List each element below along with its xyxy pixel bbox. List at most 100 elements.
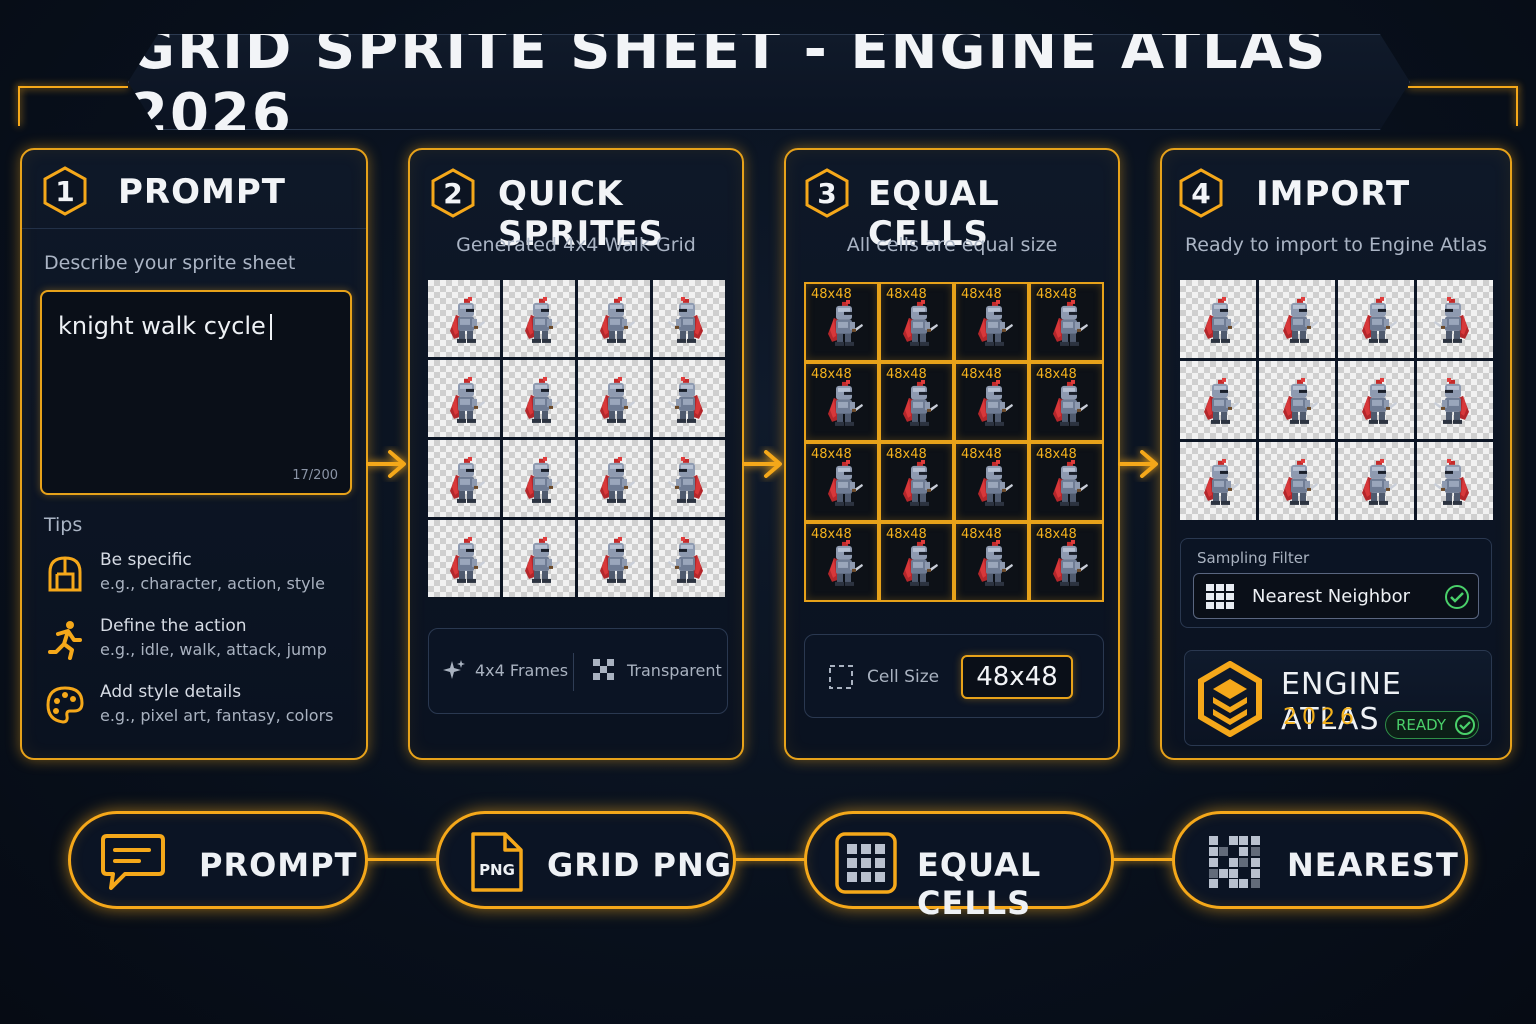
chip-separator — [573, 653, 574, 691]
ready-status-badge: READY — [1385, 711, 1479, 739]
cell-size-tag: 48x48 — [1036, 367, 1077, 382]
helmet-icon — [48, 556, 82, 592]
cell-size-input[interactable]: 48x48 — [961, 655, 1073, 699]
sprite-cell: 48x48 — [1029, 362, 1104, 442]
tip-style-details: Add style details e.g., pixel art, fanta… — [44, 682, 364, 738]
sprite-cell — [503, 440, 575, 517]
step-badge-2: 2 — [430, 168, 476, 218]
checker-icon — [593, 659, 614, 680]
sprite-cell: 48x48 — [804, 522, 879, 602]
knight-sprite — [600, 456, 635, 503]
prompt-textarea[interactable]: knight walk cycle 17/200 — [40, 290, 352, 495]
sprite-cell — [1417, 280, 1493, 358]
pipeline-step-grid-png: PNG GRID PNG — [436, 811, 736, 909]
sprite-info-bar: 4x4 Frames Transparent — [428, 628, 728, 714]
panel-title-quick-sprites: QUICK SPRITES — [498, 174, 665, 254]
knight-sprite — [1434, 377, 1469, 424]
sprite-cell: 48x48 — [879, 282, 954, 362]
cell-size-tag: 48x48 — [811, 447, 852, 462]
sprite-cell — [428, 360, 500, 437]
sprite-cell — [1180, 361, 1256, 439]
import-subtitle: Ready to import to Engine Atlas — [1184, 234, 1488, 256]
sprite-cell — [503, 280, 575, 357]
prompt-text: knight walk cycle — [58, 312, 272, 340]
tip-title: Define the action — [100, 616, 247, 636]
sprite-cell: 48x48 — [879, 362, 954, 442]
knight-sprite — [668, 376, 703, 423]
pipeline-step-nearest: NEAREST — [1172, 811, 1468, 909]
title-line-right — [1408, 86, 1518, 88]
knight-sprite — [1362, 377, 1397, 424]
sprite-cell: 48x48 — [954, 362, 1029, 442]
sprite-cell: 48x48 — [954, 442, 1029, 522]
sprite-grid — [428, 280, 725, 597]
sparkle-icon — [443, 660, 465, 679]
cell-size-tag: 48x48 — [961, 287, 1002, 302]
cell-size-tag: 48x48 — [1036, 447, 1077, 462]
sprite-cell: 48x48 — [954, 282, 1029, 362]
knight-sprite — [1052, 379, 1088, 426]
sampling-filter-select[interactable]: Nearest Neighbor — [1193, 573, 1479, 619]
sprite-cell — [428, 280, 500, 357]
title-tick-left — [18, 86, 20, 126]
sprite-cell — [428, 440, 500, 517]
sprite-cell — [1338, 280, 1414, 358]
sprite-cell — [1417, 442, 1493, 520]
sprite-cell: 48x48 — [804, 362, 879, 442]
knight-sprite — [668, 296, 703, 343]
sprite-cell — [653, 520, 725, 597]
sprite-cell — [1259, 442, 1335, 520]
knight-sprite — [1204, 458, 1239, 505]
pipeline-label: NEAREST — [1287, 846, 1459, 884]
import-sprite-grid — [1180, 280, 1493, 520]
engine-name: ENGINE ATLAS — [1281, 667, 1402, 737]
sprite-cell: 48x48 — [954, 522, 1029, 602]
title-box: GRID SPRITE SHEET - ENGINE ATLAS 2026 — [128, 34, 1410, 130]
panel-prompt: 1 PROMPT Describe your sprite sheet knig… — [20, 148, 368, 760]
char-counter: 17/200 — [292, 468, 338, 483]
cell-size-tag: 48x48 — [811, 287, 852, 302]
panel-title-prompt: PROMPT — [118, 172, 286, 212]
knight-sprite — [1052, 299, 1088, 346]
pipeline-label: PROMPT — [199, 846, 358, 884]
equal-cells-subtitle: All cells are equal size — [846, 234, 1058, 256]
tip-define-action: Define the action e.g., idle, walk, atta… — [44, 616, 364, 672]
sprite-cell — [1180, 280, 1256, 358]
knight-sprite — [902, 459, 938, 506]
knight-sprite — [450, 536, 485, 583]
cell-size-tag: 48x48 — [1036, 527, 1077, 542]
cell-size-tag: 48x48 — [811, 367, 852, 382]
page-title: GRID SPRITE SHEET - ENGINE ATLAS 2026 — [129, 17, 1328, 147]
cell-size-tag: 48x48 — [886, 367, 927, 382]
filter-label: Sampling Filter — [1197, 549, 1310, 567]
sprite-cell — [578, 280, 650, 357]
cell-size-tag: 48x48 — [961, 367, 1002, 382]
pipeline-label: EQUAL CELLS — [917, 846, 1042, 922]
knight-sprite — [1052, 539, 1088, 586]
png-file-icon: PNG — [471, 832, 523, 892]
cell-size-label: Cell Size — [867, 667, 940, 687]
divider — [22, 228, 366, 229]
sprite-cell — [1180, 442, 1256, 520]
sprite-cell — [1338, 361, 1414, 439]
knight-sprite — [450, 456, 485, 503]
title-line-left — [18, 86, 128, 88]
knight-sprite — [525, 456, 560, 503]
panel-title-equal-cells: EQUAL CELLS — [868, 174, 1000, 254]
arrow-right-icon — [366, 450, 406, 478]
knight-sprite — [1434, 458, 1469, 505]
sprite-cell — [653, 280, 725, 357]
sampling-filter-card: Sampling Filter Nearest Neighbor — [1180, 538, 1492, 628]
knight-sprite — [600, 376, 635, 423]
sprite-cell — [1259, 361, 1335, 439]
knight-sprite — [1362, 296, 1397, 343]
transparent-chip: Transparent — [627, 661, 722, 680]
panel-quick-sprites: 2 QUICK SPRITES Generated 4x4 Walk Grid … — [408, 148, 744, 760]
filter-value: Nearest Neighbor — [1252, 586, 1411, 607]
pipeline-connector — [734, 858, 806, 861]
knight-sprite — [600, 536, 635, 583]
cell-size-tag: 48x48 — [886, 447, 927, 462]
dashed-square-icon — [829, 665, 853, 689]
sprite-cell — [578, 440, 650, 517]
